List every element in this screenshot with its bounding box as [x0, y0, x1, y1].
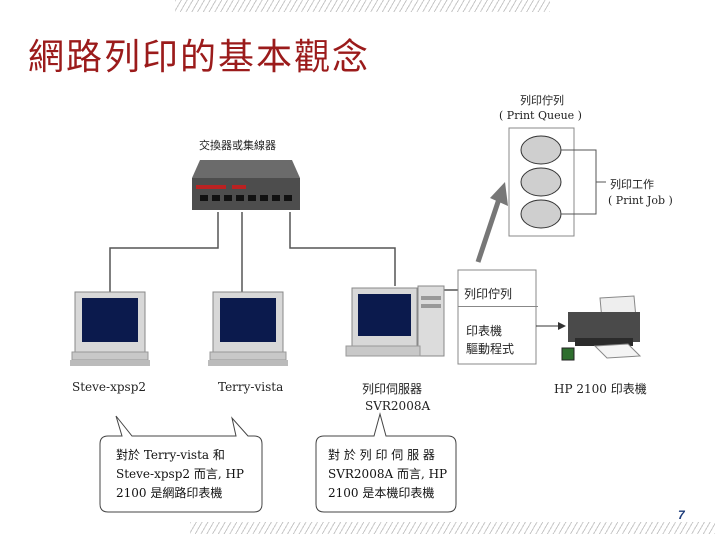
switch-label: 交換器或集線器 [199, 139, 276, 152]
server-box-frame [457, 269, 537, 365]
client1-name: Steve-xpsp2 [72, 380, 147, 394]
job-label-zh: 列印工作 [610, 178, 654, 191]
queue-arrow [475, 182, 508, 263]
server-box-divider [458, 306, 538, 307]
callout-left-text: 對於 Terry-vista 和 Steve-xpsp2 而言, HP 2100… [116, 446, 256, 503]
job-label-en: ( Print Job ) [608, 194, 673, 207]
page-title: 網路列印的基本觀念 [28, 37, 371, 78]
client2-name: Terry-vista [218, 380, 284, 394]
callout-right-line3: 2100 是本機印表機 [328, 486, 435, 500]
server-name-label: SVR2008A [365, 399, 431, 413]
callout-left-line3: 2100 是網路印表機 [116, 486, 223, 500]
server-role-label: 列印伺服器 [362, 382, 423, 396]
callout-left-line1: 對於 Terry-vista 和 [116, 448, 225, 462]
monitor-icon-client2 [208, 291, 288, 366]
server-box-queue-label: 列印佇列 [464, 287, 513, 301]
server-pc-icon [345, 285, 445, 357]
bottom-hatch-band [190, 522, 715, 534]
queue-label-zh: 列印佇列 [520, 94, 564, 107]
monitor-icon-client1 [70, 291, 150, 366]
printer-icon [561, 295, 642, 361]
cable-client1 [109, 212, 219, 292]
callout-left-bubble [99, 415, 263, 513]
callout-left-line2: Steve-xpsp2 而言, HP [116, 467, 244, 481]
driver-label-line2: 驅動程式 [466, 342, 515, 356]
switch-icon [192, 160, 300, 210]
network-cables [109, 212, 458, 292]
print-queue-frame [508, 127, 575, 237]
cable-server [289, 212, 396, 286]
callout-right-line1: 對 於 列 印 伺 服 器 [328, 448, 435, 462]
callout-right-text: 對 於 列 印 伺 服 器 SVR2008A 而言, HP 2100 是本機印表… [328, 446, 456, 503]
page-number: 7 [678, 508, 685, 522]
top-hatch-band [175, 0, 550, 12]
driver-label-line1: 印表機 [466, 324, 503, 338]
printer-label: HP 2100 印表機 [554, 382, 647, 396]
queue-label-en: ( Print Queue ) [499, 109, 582, 122]
callout-right-line2: SVR2008A 而言, HP [328, 467, 448, 481]
callout-right-bubble [315, 412, 457, 513]
driver-arrow-head [558, 322, 566, 330]
